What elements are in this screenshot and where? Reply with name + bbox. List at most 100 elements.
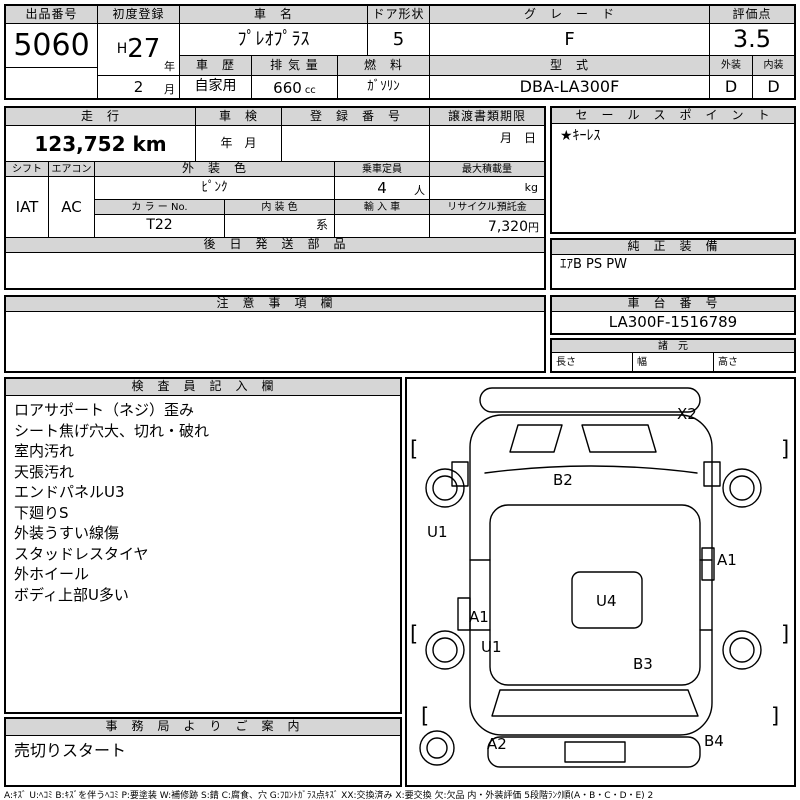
recycle-cell: 7,320 円 [430, 215, 544, 238]
recycle-unit: 円 [528, 221, 539, 234]
caution-section: 注 意 事 項 欄 [4, 295, 546, 373]
damage-code: B3 [633, 655, 653, 673]
rear-window [491, 689, 699, 717]
color-no-value: T22 [95, 215, 225, 238]
capacity-cell: 4 人 [335, 177, 430, 200]
fuel-label: 燃 料 [338, 56, 430, 76]
shift-label: シフト [6, 162, 49, 177]
bracket-mark: [ [410, 622, 418, 646]
registration-value [282, 126, 430, 162]
score-value: 3.5 [710, 24, 794, 56]
damage-code: U1 [427, 523, 448, 541]
recycle-value: 7,320 [487, 219, 528, 235]
chassis-label: 車 台 番 号 [552, 297, 794, 312]
office-section: 事 務 局 よ り ご 案 内 売切りスタート [4, 717, 402, 787]
history-value: 自家用 [180, 76, 252, 98]
chassis-value: LA300F-1516789 [608, 313, 738, 332]
inspector-note: スタッドレスタイヤ [14, 544, 149, 563]
mileage-value: 123,752 km [6, 126, 196, 162]
history-label: 車 歴 [180, 56, 252, 76]
lot-blank-cell [6, 68, 98, 98]
inspector-note: エンドパネルU3 [14, 483, 125, 501]
aircon-label: エアコン [49, 162, 95, 177]
int-color-label: 内 装 色 [225, 200, 335, 215]
grade-label: グ レ ー ド [430, 6, 710, 24]
displacement-unit: cc [304, 85, 316, 96]
inspector-note: 天張汚れ [14, 462, 75, 481]
first-reg-month-cell: 2 月 [98, 76, 180, 98]
caution-label: 注 意 事 項 欄 [6, 297, 544, 312]
office-value: 売切りスタート [14, 741, 127, 760]
bracket-mark: ] [781, 622, 789, 646]
windshield-line [484, 465, 698, 474]
spec-length-label: 長さ [552, 353, 633, 371]
inspector-label: 検 査 員 記 入 欄 [6, 379, 400, 396]
legend-text: A:ｷｽﾞ U:ﾍｺﾐ B:ｷｽﾞを伴うﾍｺﾐ P:要塗装 W:補修跡 S:錆 … [4, 791, 654, 800]
left-door-mark [457, 597, 471, 631]
damage-code: A2 [487, 735, 507, 753]
displacement-value: 660 [273, 79, 302, 97]
transfer-value: 月 日 [430, 126, 544, 162]
sales-point-value: ★ｷｰﾚｽ [560, 128, 601, 144]
import-label: 輸 入 車 [335, 200, 430, 215]
first-reg-month-unit: 月 [164, 82, 175, 96]
inspector-note: 下廻りS [14, 503, 69, 522]
displacement-cell: 660 cc [252, 76, 338, 98]
rear-left-wheel-inner [432, 637, 458, 663]
damage-code: U1 [481, 638, 502, 656]
right-mirror [703, 461, 721, 487]
bracket-mark: [ [410, 437, 418, 461]
first-reg-month: 2 [133, 77, 144, 96]
spec-height-label: 高さ [718, 356, 738, 368]
aircon-value: AC [49, 177, 95, 238]
specs-section: 諸 元 長さ 幅 高さ [550, 338, 796, 373]
inspector-note: ボディ上部U多い [14, 585, 129, 604]
inspector-note: シート焦げ穴大、切れ・破れ [14, 421, 210, 440]
front-left-wheel-inner [432, 475, 458, 501]
front-bumper [479, 387, 701, 413]
center-console [571, 571, 643, 629]
damage-code: B2 [553, 471, 573, 489]
front-right-wheel-inner [729, 475, 755, 501]
equipment-label: 純 正 装 備 [552, 240, 794, 255]
rear-left-wheel [425, 630, 465, 670]
int-color-value: 系 [225, 215, 335, 238]
equipment-value: ｴｱB PS PW [560, 257, 627, 272]
specs-label: 諸 元 [552, 340, 794, 353]
inspector-note: ロアサポート（ネジ）歪み [14, 401, 195, 419]
later-parts-label: 後 日 発 送 部 品 [6, 238, 544, 253]
registration-label: 登 録 番 号 [282, 108, 430, 126]
capacity-value: 4 [377, 178, 387, 197]
exterior-grade-value: D [710, 76, 753, 98]
first-reg-label: 初度登録 [98, 6, 180, 24]
first-reg-year-unit: 年 [164, 59, 175, 73]
inspector-notes: ロアサポート（ネジ）歪みシート焦げ穴大、切れ・破れ室内汚れ天張汚れエンドパネルU… [6, 396, 400, 712]
damage-code: U4 [596, 592, 617, 610]
inspector-section: 検 査 員 記 入 欄 ロアサポート（ネジ）歪みシート焦げ穴大、切れ・破れ室内汚… [4, 377, 402, 714]
later-parts-empty [6, 253, 544, 288]
rear-right-wheel-inner [729, 637, 755, 663]
hood-right-pane [581, 424, 657, 453]
damage-code: B4 [704, 732, 724, 750]
first-reg-era: H [116, 40, 128, 57]
displacement-label: 排 気 量 [252, 56, 338, 76]
ext-color-value: ﾋﾟﾝｸ [95, 177, 335, 200]
shift-value: IAT [6, 177, 49, 238]
import-value [335, 215, 430, 238]
ext-color-label: 外 装 色 [95, 162, 335, 177]
spec-width-label: 幅 [633, 353, 714, 371]
sales-point-section: セ ー ル ス ポ イ ン ト ★ｷｰﾚｽ [550, 106, 796, 234]
license-plate [564, 741, 626, 763]
exterior-grade-label: 外装 [710, 56, 753, 76]
inspector-note: 外装うすい線傷 [14, 524, 120, 542]
spare-tire [419, 730, 455, 766]
recycle-label: リサイクル預託金 [430, 200, 544, 215]
right-door-mark [701, 547, 715, 581]
rear-bumper [487, 736, 701, 768]
car-body [469, 414, 713, 736]
first-reg-year: 27 [127, 34, 161, 65]
max-load-label: 最大積載量 [430, 162, 544, 177]
